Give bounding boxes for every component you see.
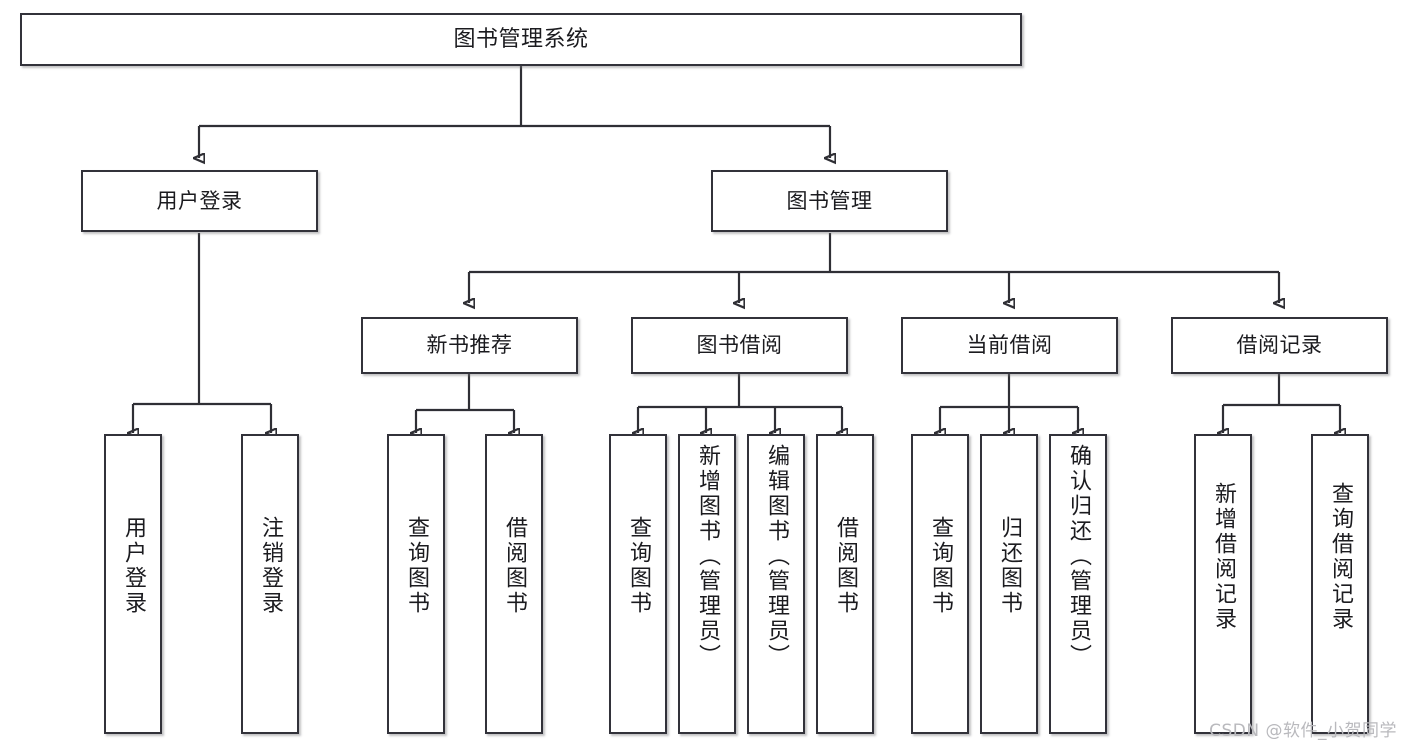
node-new-book-recommend[interactable]: 新书推荐 (361, 317, 578, 374)
leaf-borrow-book[interactable]: 借阅图书 (816, 434, 874, 734)
node-label: 当前借阅 (966, 333, 1053, 358)
leaf-confirm-return-admin[interactable]: 确认归还（管理员） (1049, 434, 1107, 734)
node-label: 注销登录 (258, 516, 283, 616)
leaf-query-borrow-record[interactable]: 查询借阅记录 (1311, 434, 1369, 734)
leaf-query-book-current[interactable]: 查询图书 (911, 434, 969, 734)
node-current-borrow[interactable]: 当前借阅 (901, 317, 1118, 374)
node-label: 图书管理 (786, 188, 873, 213)
leaf-query-book-recommend[interactable]: 查询图书 (387, 434, 445, 734)
node-label: 借阅记录 (1236, 333, 1323, 358)
node-label: 用户登录 (121, 516, 146, 616)
leaf-return-book[interactable]: 归还图书 (980, 434, 1038, 734)
node-label: 归还图书 (997, 516, 1022, 616)
node-user-login[interactable]: 用户登录 (81, 170, 318, 232)
watermark: CSDN @软件_小贺同学 (1209, 721, 1397, 741)
node-label: 图书管理系统 (453, 26, 589, 52)
node-label: 查询借阅记录 (1328, 482, 1353, 632)
leaf-add-book-admin[interactable]: 新增图书（管理员） (678, 434, 736, 734)
node-label: 借阅图书 (502, 516, 527, 616)
node-label: 编辑图书（管理员） (764, 444, 789, 669)
node-label: 查询图书 (404, 516, 429, 616)
leaf-edit-book-admin[interactable]: 编辑图书（管理员） (747, 434, 805, 734)
node-label: 新增图书（管理员） (695, 444, 720, 669)
node-borrow-record[interactable]: 借阅记录 (1171, 317, 1388, 374)
node-root-system[interactable]: 图书管理系统 (20, 13, 1022, 66)
node-label: 确认归还（管理员） (1066, 444, 1091, 669)
node-label: 查询图书 (626, 516, 651, 616)
node-label: 用户登录 (156, 188, 243, 213)
leaf-query-book-borrow[interactable]: 查询图书 (609, 434, 667, 734)
node-label: 新增借阅记录 (1211, 482, 1236, 632)
node-book-borrow[interactable]: 图书借阅 (631, 317, 848, 374)
leaf-add-borrow-record[interactable]: 新增借阅记录 (1194, 434, 1252, 734)
leaf-borrow-book-recommend[interactable]: 借阅图书 (485, 434, 543, 734)
node-label: 新书推荐 (426, 333, 513, 358)
node-book-management[interactable]: 图书管理 (711, 170, 948, 232)
leaf-user-login[interactable]: 用户登录 (104, 434, 162, 734)
leaf-user-logout[interactable]: 注销登录 (241, 434, 299, 734)
node-label: 图书借阅 (696, 333, 783, 358)
node-label: 借阅图书 (833, 516, 858, 616)
node-label: 查询图书 (928, 516, 953, 616)
